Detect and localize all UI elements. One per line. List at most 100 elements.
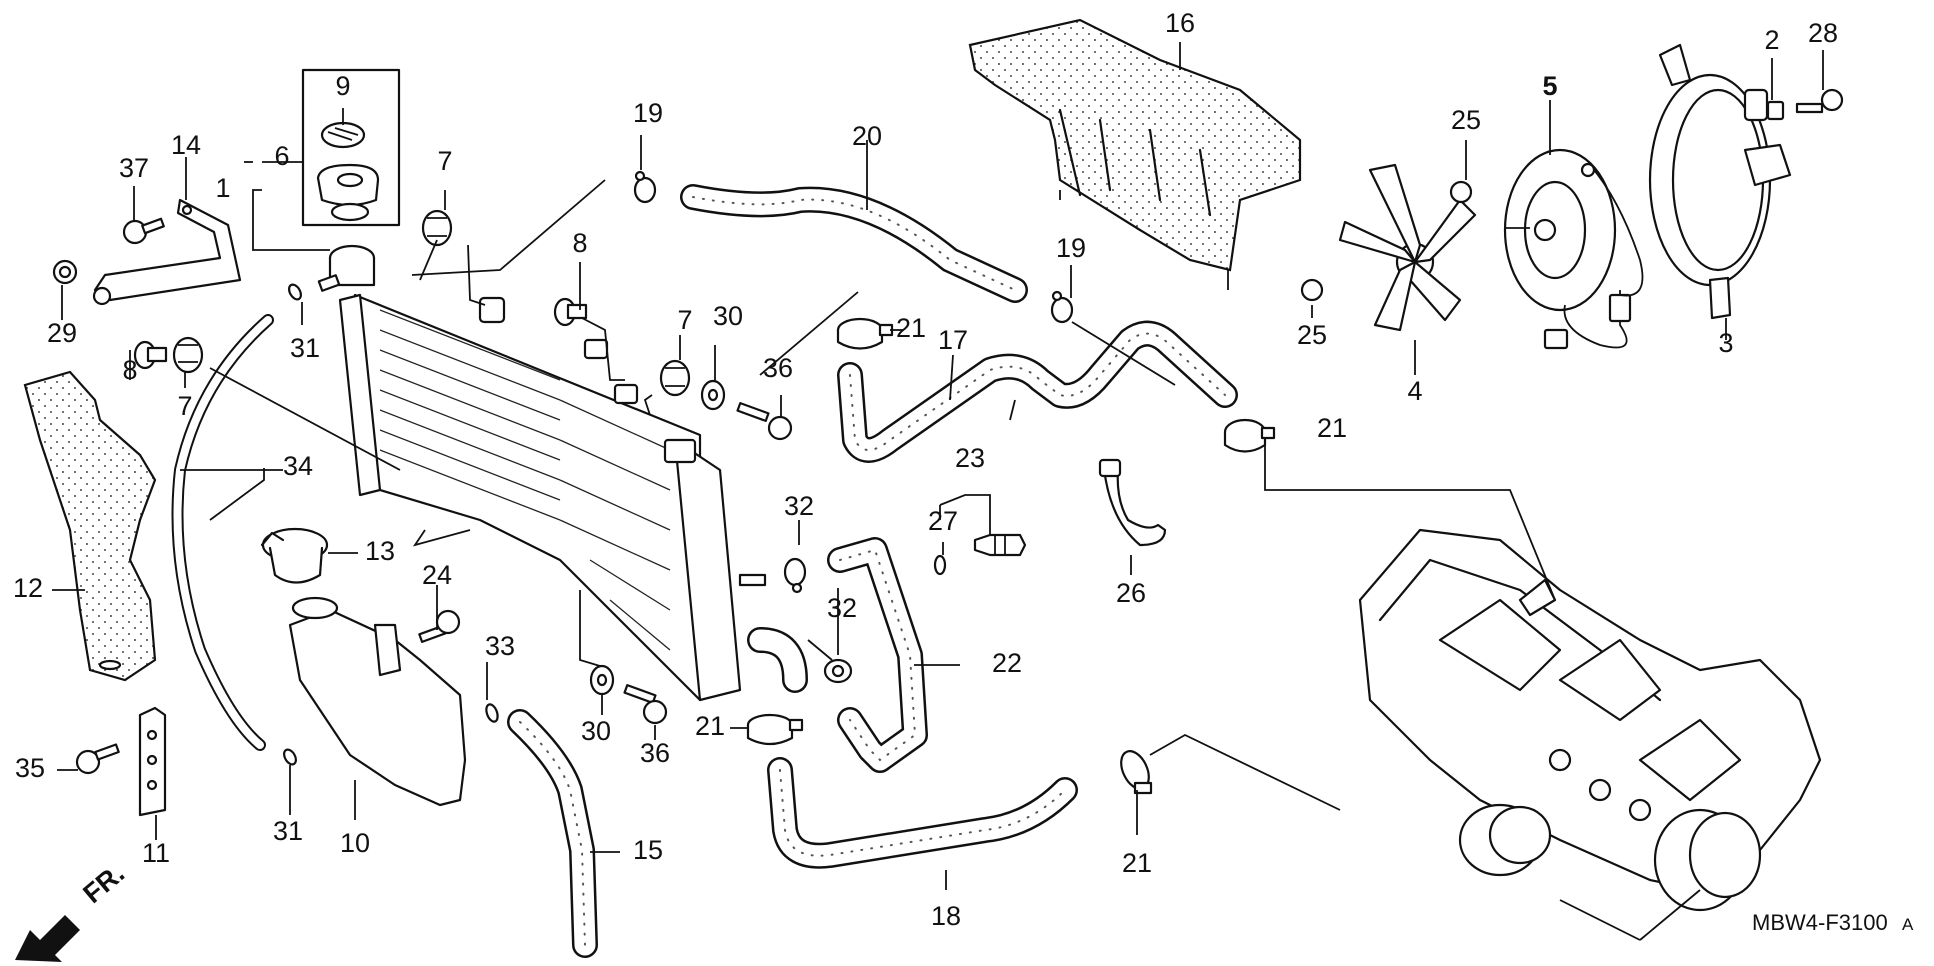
callout-35: 35 bbox=[15, 753, 45, 783]
hose-15[interactable] bbox=[507, 709, 598, 958]
clip-31b[interactable] bbox=[282, 748, 299, 767]
callout-27: 27 bbox=[928, 506, 958, 536]
callout-7c: 7 bbox=[677, 305, 692, 335]
clamp-19b[interactable] bbox=[1050, 290, 1074, 324]
hose-20[interactable] bbox=[680, 184, 1028, 303]
clip-31a[interactable] bbox=[287, 283, 304, 302]
hose-22[interactable] bbox=[827, 537, 928, 773]
svg-text:A: A bbox=[1902, 915, 1914, 934]
callout-32a: 32 bbox=[784, 491, 814, 521]
nut-29[interactable] bbox=[52, 259, 78, 285]
washer-30b[interactable] bbox=[589, 664, 615, 696]
callout-8a: 8 bbox=[122, 355, 137, 385]
grommet-7b[interactable] bbox=[421, 209, 453, 247]
callout-29: 29 bbox=[47, 318, 77, 348]
callout-17: 17 bbox=[938, 325, 968, 355]
fan-motor[interactable] bbox=[1503, 148, 1644, 350]
hose-18[interactable] bbox=[767, 757, 1078, 869]
callout-12: 12 bbox=[13, 573, 43, 603]
callout-30b: 30 bbox=[581, 716, 611, 746]
fan-shroud-cover[interactable] bbox=[968, 18, 1302, 290]
callout-2: 2 bbox=[1764, 25, 1779, 55]
bolt-35[interactable] bbox=[75, 743, 120, 775]
radiator-side-cover[interactable] bbox=[23, 370, 157, 682]
hose-17[interactable] bbox=[837, 320, 1238, 463]
radiator-cap-set[interactable] bbox=[301, 68, 401, 227]
callout-22: 22 bbox=[992, 648, 1022, 678]
callout-1: 1 bbox=[215, 173, 230, 203]
callout-15: 15 bbox=[633, 835, 663, 865]
callout-9: 9 bbox=[335, 71, 350, 101]
callout-19a: 19 bbox=[633, 98, 663, 128]
callout-14: 14 bbox=[171, 130, 201, 160]
washer-30a[interactable] bbox=[700, 379, 726, 411]
callout-16: 16 bbox=[1165, 8, 1195, 38]
bolt-37[interactable] bbox=[122, 217, 165, 245]
collar-8b[interactable] bbox=[553, 297, 588, 327]
callout-36a: 36 bbox=[763, 353, 793, 383]
callout-24: 24 bbox=[422, 560, 452, 590]
callout-21d: 21 bbox=[1122, 848, 1152, 878]
callout-26: 26 bbox=[1116, 578, 1146, 608]
grommet-7a[interactable] bbox=[172, 336, 204, 374]
callout-34: 34 bbox=[283, 451, 313, 481]
front-direction-arrow: FR. bbox=[15, 858, 130, 962]
clamp-21c[interactable] bbox=[746, 713, 804, 746]
callout-33: 33 bbox=[485, 631, 515, 661]
clamp-19a[interactable] bbox=[633, 170, 657, 204]
callout-31a: 31 bbox=[290, 333, 320, 363]
reserve-tank[interactable] bbox=[288, 596, 467, 807]
callout-11: 11 bbox=[142, 838, 170, 868]
callout-4: 4 bbox=[1407, 376, 1422, 406]
callout-5: 5 bbox=[1542, 71, 1557, 101]
callout-8b: 8 bbox=[572, 228, 587, 258]
grommet-7c[interactable] bbox=[659, 359, 691, 397]
bolt-36b[interactable] bbox=[623, 684, 668, 725]
clamp-32b[interactable] bbox=[823, 658, 853, 684]
o-ring-27[interactable] bbox=[933, 554, 947, 576]
nut-25b[interactable] bbox=[1300, 278, 1324, 302]
callout-3: 3 bbox=[1718, 328, 1733, 358]
clip-33[interactable] bbox=[484, 703, 500, 723]
callout-19b: 19 bbox=[1056, 233, 1086, 263]
radiator-bracket[interactable] bbox=[92, 198, 242, 306]
fan-shroud-ring[interactable] bbox=[1648, 43, 1792, 320]
callout-36b: 36 bbox=[640, 738, 670, 768]
callout-21b: 21 bbox=[1317, 413, 1347, 443]
engine-block bbox=[1358, 528, 1822, 941]
clamp-21d[interactable] bbox=[1116, 747, 1155, 795]
fan-blade[interactable] bbox=[1338, 163, 1477, 332]
bolt-24[interactable] bbox=[418, 609, 461, 643]
hose-34[interactable] bbox=[171, 314, 274, 751]
nut-25a[interactable] bbox=[1449, 180, 1473, 204]
radiator[interactable] bbox=[317, 244, 808, 702]
callout-7b: 7 bbox=[177, 391, 192, 421]
callout-28: 28 bbox=[1808, 18, 1838, 48]
clamp-21b[interactable] bbox=[1223, 418, 1276, 453]
callout-labels: 1 2 3 4 5 6 7 7 7 8 8 9 10 11 12 13 14 1… bbox=[13, 8, 1838, 931]
diagram-code: MBW4-F3100 A bbox=[1752, 910, 1914, 935]
svg-text:FR.: FR. bbox=[77, 858, 130, 909]
mount-bracket-11[interactable] bbox=[138, 706, 167, 817]
leader-lines bbox=[52, 42, 1824, 890]
clamp-21a[interactable] bbox=[836, 317, 894, 350]
collar-8a[interactable] bbox=[133, 340, 168, 370]
callout-21a: 21 bbox=[896, 313, 926, 343]
callout-13: 13 bbox=[365, 536, 395, 566]
clamp-32a[interactable] bbox=[783, 557, 807, 594]
callout-37: 37 bbox=[119, 153, 149, 183]
callout-30a: 30 bbox=[713, 301, 743, 331]
reserve-tank-cap[interactable] bbox=[260, 527, 329, 584]
thermo-switch-23[interactable] bbox=[973, 533, 1027, 557]
callout-23: 23 bbox=[955, 443, 985, 473]
hose-clamp-bracket[interactable] bbox=[1098, 458, 1167, 547]
callout-32b: 32 bbox=[827, 593, 857, 623]
svg-text:MBW4-F3100: MBW4-F3100 bbox=[1752, 910, 1888, 935]
callout-21c: 21 bbox=[695, 711, 725, 741]
callout-25a: 25 bbox=[1451, 105, 1481, 135]
bolt-28[interactable] bbox=[1795, 88, 1844, 114]
bolt-36a[interactable] bbox=[736, 402, 793, 441]
callout-20: 20 bbox=[852, 121, 882, 151]
clip-2[interactable] bbox=[1766, 100, 1785, 121]
